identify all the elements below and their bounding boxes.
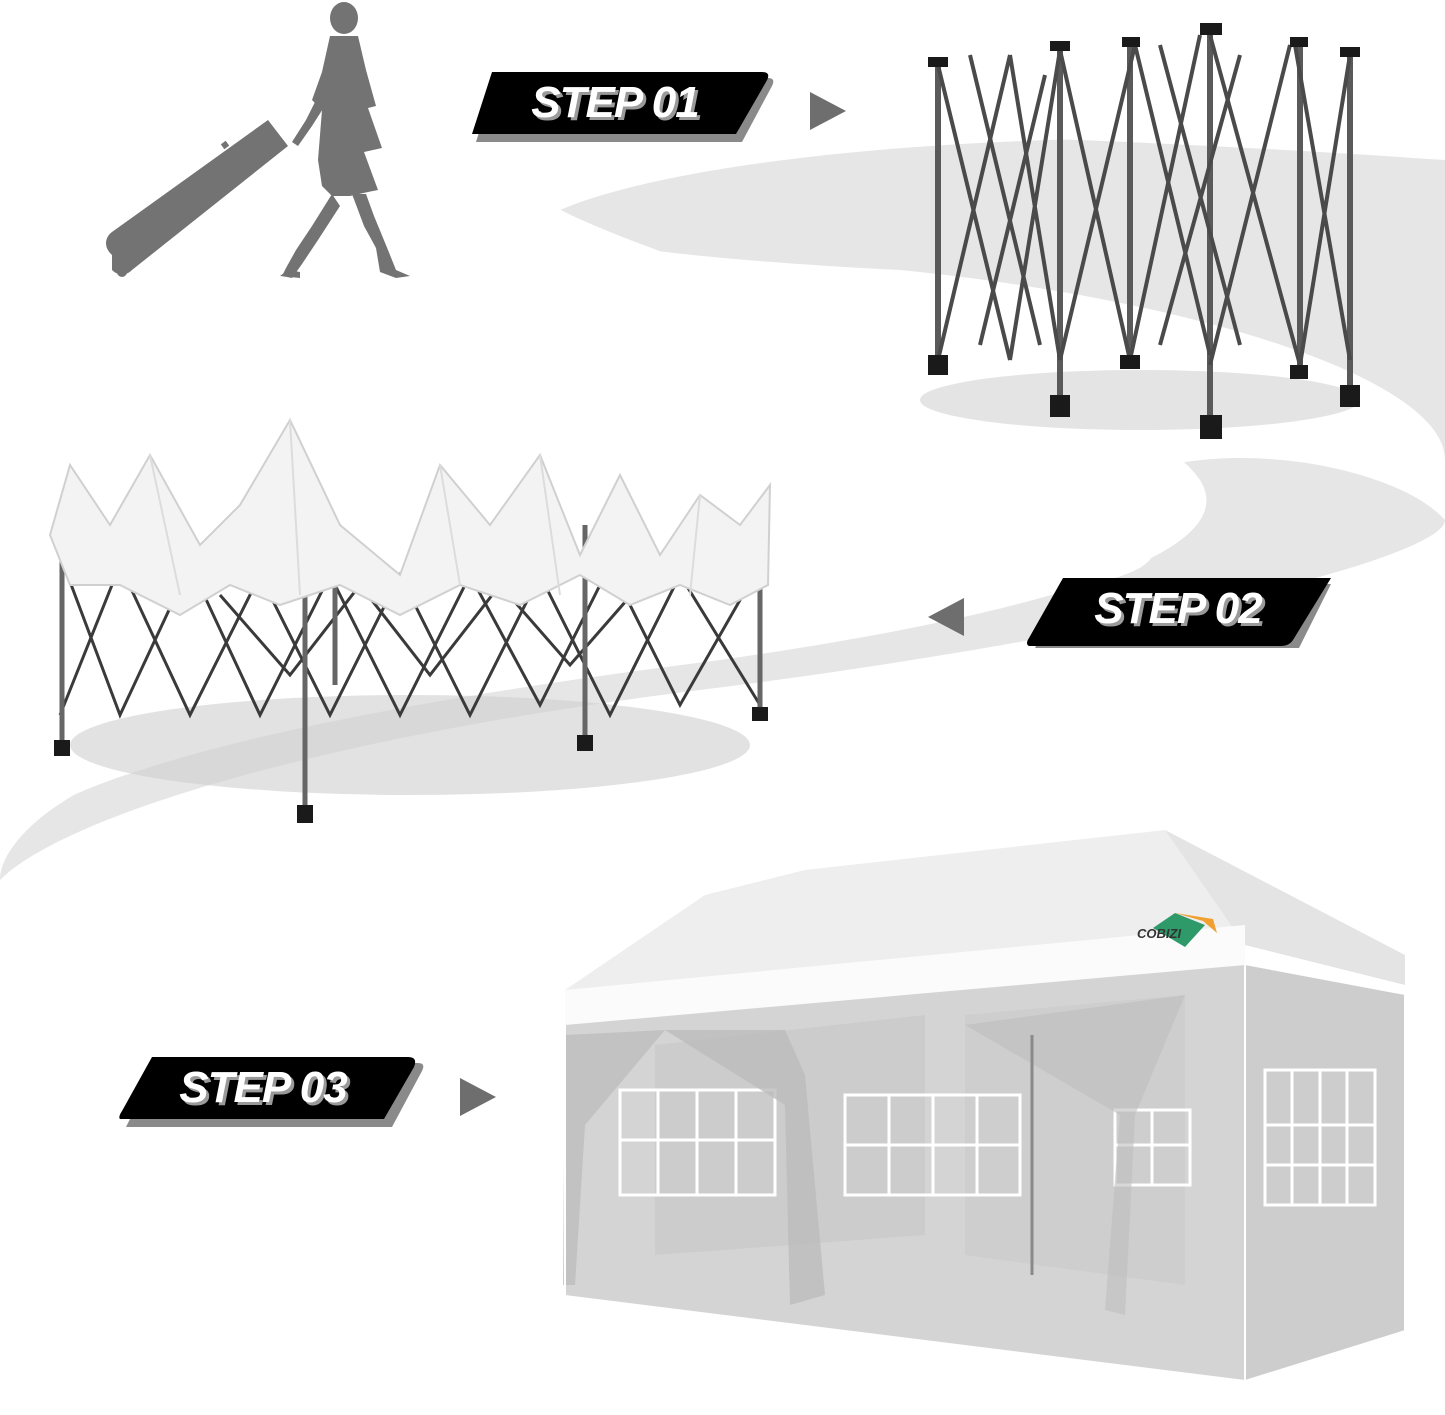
step-03-badge: STEP 03 xyxy=(118,1055,424,1127)
step-02-label: STEP 02 xyxy=(1094,584,1262,633)
step-01-badge: STEP 01 xyxy=(470,70,774,142)
step-03-label: STEP 03 xyxy=(179,1063,347,1112)
folded-frame-illustration xyxy=(920,23,1360,439)
arrow-right-icon xyxy=(810,92,846,130)
assembled-tent-illustration: COBIZI xyxy=(563,830,1406,1380)
woman-with-rolling-bag-illustration xyxy=(106,2,410,278)
arrow-left-icon xyxy=(928,598,964,636)
half-open-canopy-illustration xyxy=(48,417,772,823)
step-01-label: STEP 01 xyxy=(531,78,699,127)
step-02-badge: STEP 02 xyxy=(1025,576,1331,648)
tent-logo-text: COBIZI xyxy=(1137,926,1181,941)
arrow-right-icon xyxy=(460,1078,496,1116)
cobizi-logo: COBIZI xyxy=(1137,913,1217,947)
